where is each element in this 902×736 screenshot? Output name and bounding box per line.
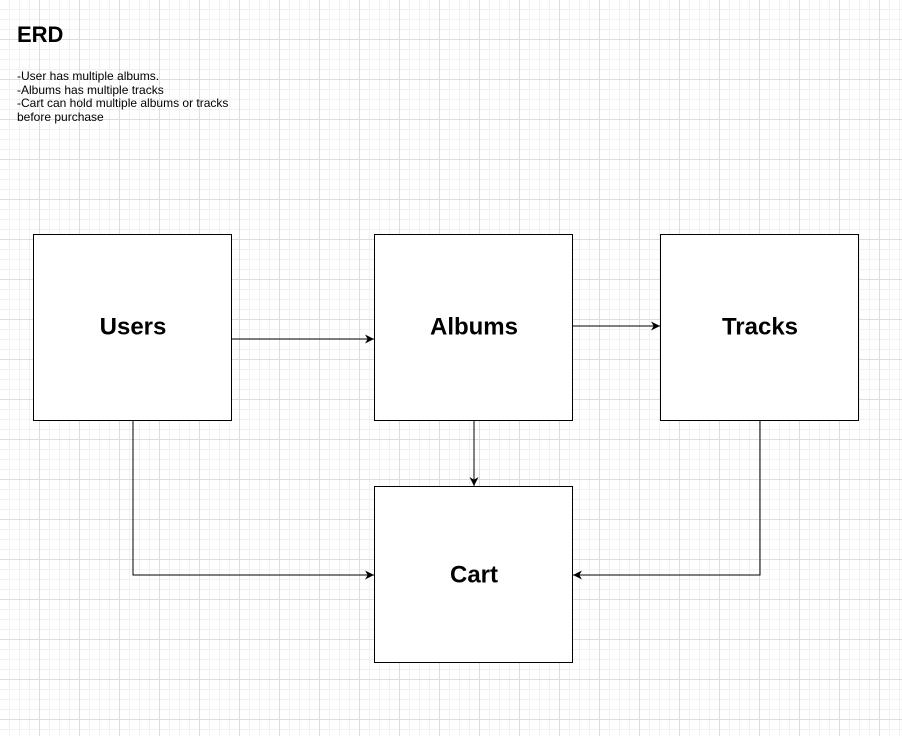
entity-tracks[interactable]: Tracks xyxy=(660,234,859,421)
notes-block: -User has multiple albums. -Albums has m… xyxy=(17,69,237,124)
note-line: -Cart can hold multiple albums or tracks… xyxy=(17,96,229,124)
entity-tracks-label: Tracks xyxy=(722,313,798,340)
edge-tracks-cart[interactable] xyxy=(573,421,761,580)
entity-users[interactable]: Users xyxy=(33,234,232,421)
note-line: -Albums has multiple tracks xyxy=(17,82,164,97)
edge-users-cart[interactable] xyxy=(132,421,374,580)
note-line: -User has multiple albums. xyxy=(17,69,160,83)
entity-albums[interactable]: Albums xyxy=(374,234,573,421)
entity-users-label: Users xyxy=(100,313,167,340)
page-title: ERD xyxy=(17,22,64,47)
entity-albums-label: Albums xyxy=(430,313,518,340)
entity-cart[interactable]: Cart xyxy=(374,486,573,663)
entity-cart-label: Cart xyxy=(450,561,498,588)
